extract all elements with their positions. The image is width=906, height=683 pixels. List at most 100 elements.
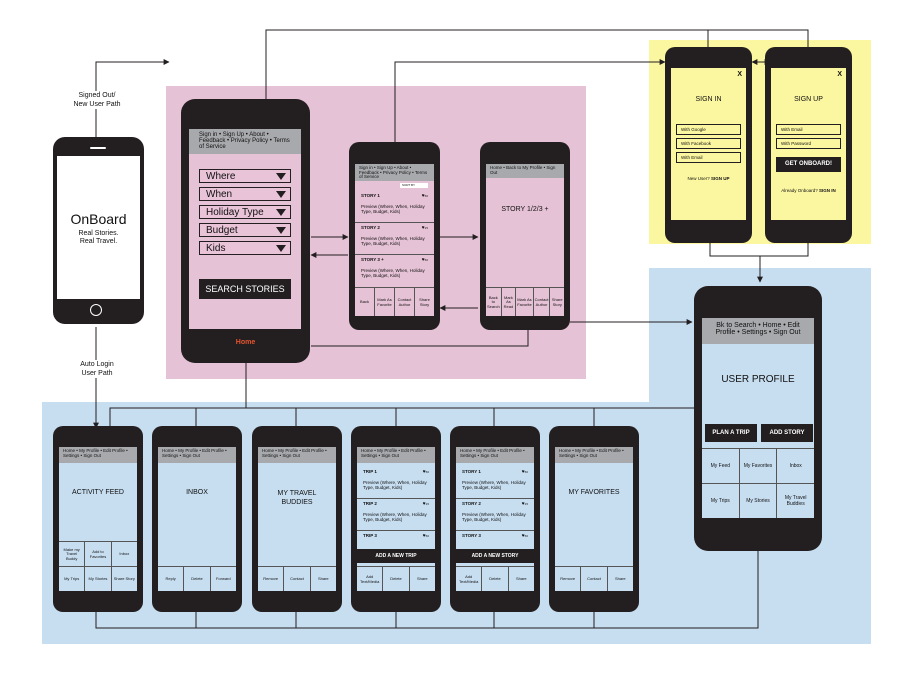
heart-icon[interactable]: ♥50 — [422, 533, 429, 539]
activity-nav-bar[interactable]: Home • My Profile • Edit Profile • Setti… — [59, 447, 137, 463]
list-item[interactable]: TRIP 2 ♥15 Preview (Where, When, Holiday… — [357, 499, 435, 531]
share-story-button[interactable]: Share Story — [551, 297, 563, 307]
heart-icon[interactable]: ♥50 — [521, 533, 528, 539]
close-icon[interactable]: X — [837, 71, 842, 78]
sign-in-phone: X SIGN IN With Google With Facebook With… — [665, 47, 752, 243]
get-onboard-button[interactable]: GET ONBOARD! — [776, 157, 841, 172]
my-feed-button[interactable]: My Feed — [702, 449, 740, 484]
like-count: 50 — [424, 258, 428, 262]
kids-dropdown[interactable]: Kids — [199, 241, 291, 255]
favorites-nav-bar[interactable]: Home • My Profile • Edit Profile • Setti… — [555, 447, 633, 463]
plan-trip-button[interactable]: PLAN A TRIP — [705, 424, 757, 442]
reply-button[interactable]: Reply — [158, 567, 185, 591]
contact-button[interactable]: Contact — [581, 567, 608, 591]
share-story-button[interactable]: Share Story — [113, 576, 135, 582]
when-dropdown[interactable]: When — [199, 187, 291, 201]
list-item[interactable]: TRIP 1 ♥50 Preview (Where, When, Holiday… — [357, 467, 435, 499]
my-trips-screen: Home • My Profile • Edit Profile • Setti… — [357, 447, 435, 591]
heart-icon[interactable]: ♥15 — [421, 225, 428, 231]
remove-button[interactable]: Remove — [258, 567, 285, 591]
list-item[interactable]: STORY 3 + ♥50 Preview (Where, When, Holi… — [355, 255, 434, 287]
my-trips-button[interactable]: My Trips — [702, 484, 740, 518]
share-story-button[interactable]: Share Story — [419, 297, 430, 307]
like-count: 50 — [524, 534, 528, 538]
story-nav-bar[interactable]: Home • Back to My Profile • Sign Out — [486, 164, 564, 178]
home-nav-bar[interactable]: Sign in • Sign Up • About • Feedback • P… — [189, 129, 301, 154]
add-favorites-button[interactable]: Add to Favorites — [85, 542, 112, 567]
my-stories-button[interactable]: My Stories — [85, 567, 112, 591]
budget-dropdown[interactable]: Budget — [199, 223, 291, 237]
delete-button[interactable]: Delete — [482, 567, 509, 591]
sign-in-link[interactable]: SIGN IN — [819, 188, 836, 193]
contact-author-button[interactable]: Contact Author — [395, 288, 415, 316]
results-nav-bar[interactable]: Sign in • Sign Up • About • Feedback • P… — [355, 164, 434, 181]
make-buddy-button[interactable]: Make my Travel Buddy — [59, 542, 86, 567]
my-trips-phone: Home • My Profile • Edit Profile • Setti… — [351, 426, 441, 612]
share-button[interactable]: Share — [515, 576, 527, 582]
mark-read-button[interactable]: Mark As Read — [502, 288, 517, 316]
holiday-type-dropdown[interactable]: Holiday Type — [199, 205, 291, 219]
password-field[interactable]: With Password — [776, 138, 841, 149]
list-item[interactable]: TRIP 3 ♥50 — [357, 531, 435, 545]
contact-button[interactable]: Contact — [284, 567, 311, 591]
list-item[interactable]: STORY 1 ♥50 Preview (Where, When, Holida… — [355, 191, 434, 223]
list-item[interactable]: STORY 2 ♥15 Preview (Where, When, Holida… — [456, 499, 534, 531]
inbox-button[interactable]: Inbox — [789, 462, 802, 469]
contact-author-button[interactable]: Contact Author — [534, 288, 551, 316]
heart-icon[interactable]: ♥50 — [421, 257, 428, 263]
user-profile-phone: Bk to Search • Home • Edit Profile • Set… — [694, 286, 822, 551]
share-button[interactable]: Share — [317, 576, 329, 582]
add-story-button[interactable]: ADD STORY — [761, 424, 813, 442]
sign-in-footer: New User? SIGN UP — [671, 176, 746, 181]
activity-feed-title: ACTIVITY FEED — [72, 489, 124, 496]
add-new-story-button[interactable]: ADD A NEW STORY — [456, 549, 534, 563]
add-new-trip-button[interactable]: ADD A NEW TRIP — [357, 549, 435, 563]
inbox-nav-bar[interactable]: Home • My Profile • Edit Profile • Setti… — [158, 447, 236, 463]
heart-icon[interactable]: ♥15 — [521, 501, 528, 507]
results-screen: Sign in • Sign Up • About • Feedback • P… — [355, 164, 434, 316]
inbox-button[interactable]: Inbox — [119, 551, 130, 557]
sign-up-link[interactable]: SIGN UP — [711, 176, 730, 181]
my-trips-button[interactable]: My Trips — [59, 567, 86, 591]
share-button[interactable]: Share — [614, 576, 626, 582]
add-media-button[interactable]: Add Text/Media — [456, 567, 483, 591]
my-travel-buddies-button[interactable]: My Travel Buddies — [784, 495, 807, 507]
speaker-slot — [90, 147, 106, 149]
share-button[interactable]: Share — [416, 576, 428, 582]
mark-favorite-button[interactable]: Mark As Favorite — [375, 288, 395, 316]
list-item[interactable]: STORY 1 ♥50 Preview (Where, When, Holida… — [456, 467, 534, 499]
mark-favorite-button[interactable]: Mark As Favorite — [516, 288, 534, 316]
add-media-button[interactable]: Add Text/Media — [357, 567, 384, 591]
delete-button[interactable]: Delete — [184, 567, 211, 591]
where-label: Where — [206, 171, 236, 182]
heart-icon[interactable]: ♥50 — [421, 193, 428, 199]
facebook-sign-in-button[interactable]: With Facebook — [676, 138, 741, 149]
home-footer-label[interactable]: Home — [235, 339, 256, 346]
buddies-nav-bar[interactable]: Home • My Profile • Edit Profile • Setti… — [258, 447, 336, 463]
email-sign-in-button[interactable]: With Email — [676, 152, 741, 163]
my-stories-button[interactable]: My Stories — [740, 484, 778, 518]
home-button[interactable] — [90, 304, 102, 316]
google-sign-in-button[interactable]: With Google — [676, 124, 741, 135]
remove-button[interactable]: Remove — [555, 567, 582, 591]
email-field[interactable]: With Email — [776, 124, 841, 135]
where-dropdown[interactable]: Where — [199, 169, 291, 183]
trips-nav-bar[interactable]: Home • My Profile • Edit Profile • Setti… — [357, 447, 435, 463]
close-icon[interactable]: X — [737, 71, 742, 78]
sort-by-control[interactable]: SORT BY — [400, 183, 428, 188]
heart-icon[interactable]: ♥15 — [422, 501, 429, 507]
heart-icon[interactable]: ♥50 — [521, 469, 528, 475]
list-item[interactable]: STORY 3 ♥50 — [456, 531, 534, 545]
delete-button[interactable]: Delete — [383, 567, 410, 591]
forward-button[interactable]: Forward — [215, 576, 231, 582]
my-favorites-button[interactable]: My Favorites — [740, 449, 778, 484]
search-stories-button[interactable]: SEARCH STORIES — [199, 279, 291, 299]
heart-icon[interactable]: ♥50 — [422, 469, 429, 475]
back-to-search-button[interactable]: Back to Search — [486, 288, 502, 316]
list-item[interactable]: STORY 2 ♥15 Preview (Where, When, Holida… — [355, 223, 434, 255]
favorites-tab-bar: Remove Contact Share — [555, 566, 633, 591]
trip-title: TRIP 1 — [363, 469, 377, 474]
stories-nav-bar[interactable]: Home • My Profile • Edit Profile • Setti… — [456, 447, 534, 463]
back-button[interactable]: Back — [355, 288, 375, 316]
profile-nav-bar[interactable]: Bk to Search • Home • Edit Profile • Set… — [702, 318, 814, 344]
